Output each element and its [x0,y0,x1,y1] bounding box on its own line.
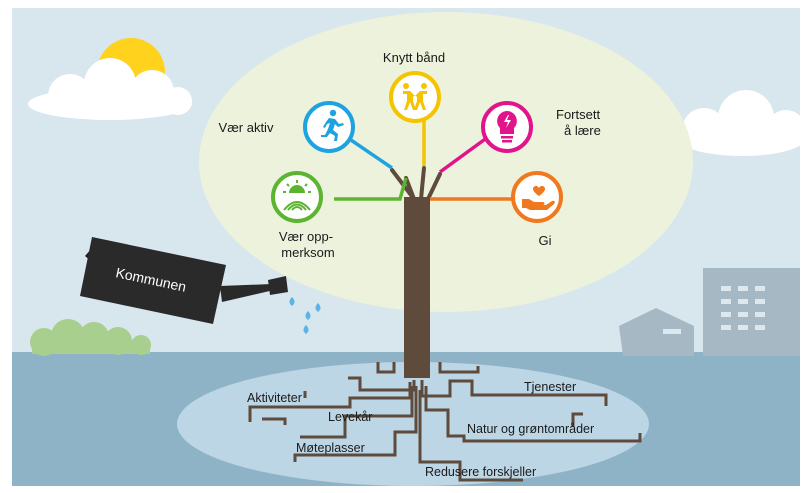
root-label-moteplasser: Møteplasser [296,441,365,455]
label-gi: Gi [539,233,552,248]
house-icon [619,308,694,356]
root-label-levekar: Levekår [328,410,372,424]
roots [248,362,642,482]
branch-gi: Gi [511,171,563,248]
branch-vaer-aktiv: Vær aktiv [219,101,355,153]
label-vaer-aktiv: Vær aktiv [219,120,274,135]
branch-vaer-oppmerksom: Vær opp- merksom [271,171,335,260]
building-tall-icon [703,268,800,356]
tree-crown [199,12,693,312]
cloud-left-icon [28,58,192,120]
watering-can-icon: Kommunen [80,237,288,324]
running-person-icon [321,109,344,141]
label-merksom: merksom [281,245,334,260]
label-knytt-band: Knytt bånd [383,50,445,65]
sun-landscape-icon [283,180,311,211]
water-drops-icon [289,297,321,334]
label-a-laere: å lære [564,123,601,138]
branch-knytt-band: Knytt bånd [383,50,445,123]
root-label-aktiviteter: Aktiviteter [247,391,302,405]
root-label-tjenester: Tjenester [524,380,576,394]
people-holding-hands-icon [403,83,427,110]
lightbulb-icon [497,111,517,143]
branch-fortsett-a-laere: Fortsett å lære [481,101,601,153]
label-fortsett: Fortsett [556,107,600,122]
root-label-redusere: Redusere forskjeller [425,465,536,479]
cloud-right-icon [678,90,805,156]
hand-with-heart-icon [522,186,555,210]
tree-trunk [404,197,430,378]
bush-icon [30,319,151,356]
branch-stems [334,117,512,201]
root-label-natur: Natur og grøntområder [467,422,594,436]
label-vaer-opp: Vær opp- [279,229,333,244]
